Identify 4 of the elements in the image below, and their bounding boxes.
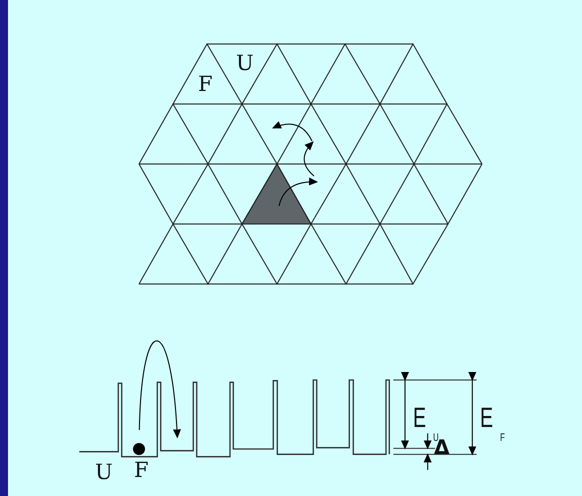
phase-label: U: [236, 53, 254, 74]
phase-label: F: [198, 74, 213, 95]
phase-label: F: [134, 460, 149, 481]
phase-label: U: [95, 462, 113, 483]
